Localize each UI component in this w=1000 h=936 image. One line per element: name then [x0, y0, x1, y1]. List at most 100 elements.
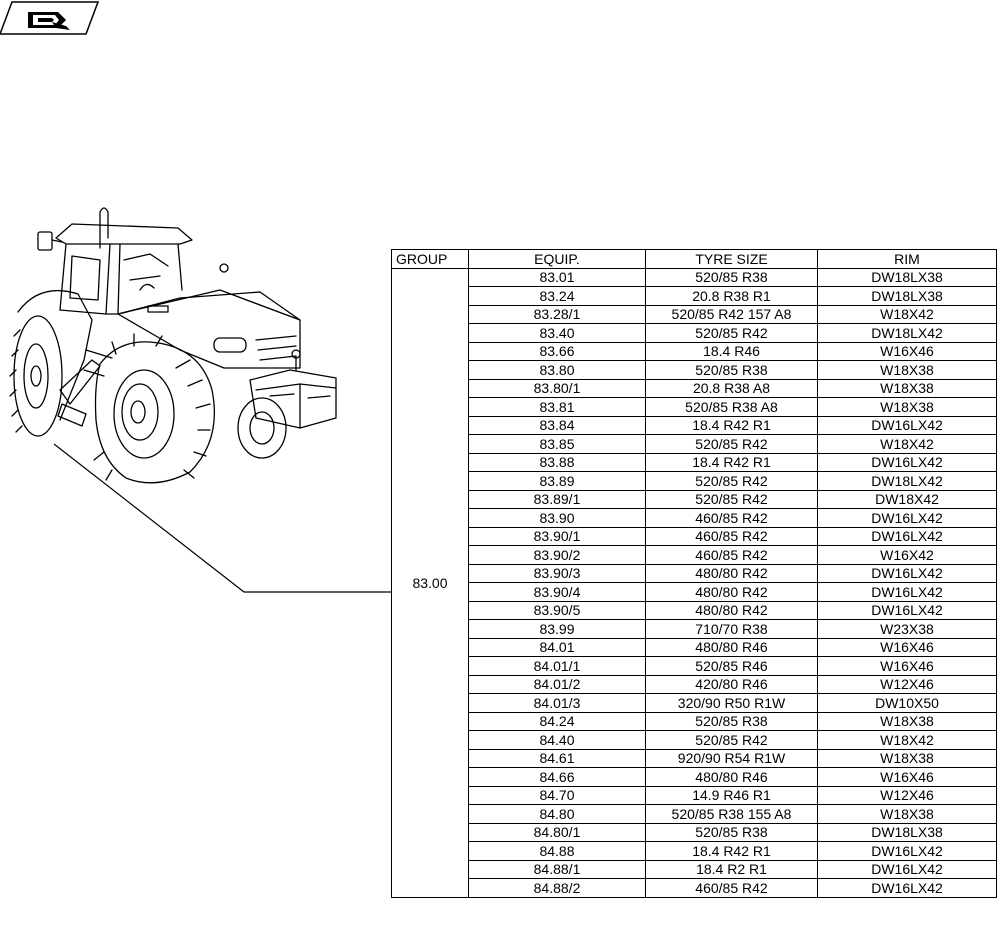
rim-cell: DW18LX38 [817, 286, 997, 306]
tyre-size-cell: 520/85 R42 [645, 730, 818, 750]
tyre-size-cell: 18.4 R42 R1 [645, 415, 818, 435]
rim-cell: W18X38 [817, 378, 997, 398]
rim-cell: DW16LX42 [817, 415, 997, 435]
tyre-size-cell: 320/90 R50 R1W [645, 693, 818, 713]
column-header-group: GROUP [391, 249, 469, 269]
tyre-size-cell: 460/85 R42 [645, 545, 818, 565]
equip-cell: 84.01/2 [468, 674, 646, 694]
equip-cell: 83.24 [468, 286, 646, 306]
equip-cell: 83.90/3 [468, 563, 646, 583]
rim-cell: W16X46 [817, 637, 997, 657]
equip-cell: 84.40 [468, 730, 646, 750]
rim-cell: W18X38 [817, 804, 997, 824]
equip-cell: 83.40 [468, 323, 646, 343]
equip-cell: 84.66 [468, 767, 646, 787]
equip-cell: 84.88/2 [468, 878, 646, 898]
equip-cell: 83.81 [468, 397, 646, 417]
tyre-size-cell: 520/85 R42 [645, 489, 818, 509]
rim-cell: W18X38 [817, 711, 997, 731]
equip-cell: 84.61 [468, 748, 646, 768]
rim-cell: W18X38 [817, 748, 997, 768]
rim-cell: W12X46 [817, 674, 997, 694]
tractor-illustration [9, 207, 391, 593]
tyre-size-cell: 520/85 R38 155 A8 [645, 804, 818, 824]
tyre-size-cell: 480/80 R42 [645, 563, 818, 583]
tyre-size-cell: 520/85 R46 [645, 656, 818, 676]
equip-cell: 84.70 [468, 785, 646, 805]
tyre-size-cell: 480/80 R42 [645, 600, 818, 620]
column-header-rim: RIM [817, 249, 997, 269]
equip-cell: 83.84 [468, 415, 646, 435]
equip-cell: 83.01 [468, 267, 646, 287]
column-header-equip: EQUIP. [468, 249, 646, 269]
equip-cell: 83.90 [468, 508, 646, 528]
tyre-size-cell: 20.8 R38 A8 [645, 378, 818, 398]
tyre-size-cell: 920/90 R54 R1W [645, 748, 818, 768]
equip-cell: 83.90/1 [468, 526, 646, 546]
tyre-size-cell: 460/85 R42 [645, 878, 818, 898]
rim-cell: DW16LX42 [817, 582, 997, 602]
rim-cell: W23X38 [817, 619, 997, 639]
equip-cell: 84.01 [468, 637, 646, 657]
group-cell: 83.00 [391, 267, 469, 898]
rim-cell: W16X46 [817, 767, 997, 787]
rim-cell: W18X42 [817, 730, 997, 750]
equip-cell: 83.89/1 [468, 489, 646, 509]
tyre-size-cell: 520/85 R42 157 A8 [645, 304, 818, 324]
equip-cell: 84.88/1 [468, 859, 646, 879]
equip-cell: 83.90/5 [468, 600, 646, 620]
rim-cell: DW18X42 [817, 489, 997, 509]
rim-cell: W18X42 [817, 434, 997, 454]
rim-cell: DW16LX42 [817, 878, 997, 898]
rim-cell: DW16LX42 [817, 859, 997, 879]
tyre-size-cell: 520/85 R42 [645, 323, 818, 343]
equip-cell: 84.01/3 [468, 693, 646, 713]
rim-cell: DW16LX42 [817, 526, 997, 546]
rim-cell: DW16LX42 [817, 563, 997, 583]
rim-cell: W16X46 [817, 341, 997, 361]
tyre-size-cell: 18.4 R42 R1 [645, 841, 818, 861]
tyre-size-cell: 14.9 R46 R1 [645, 785, 818, 805]
rim-cell: DW18LX42 [817, 323, 997, 343]
equip-cell: 83.80 [468, 360, 646, 380]
equip-cell: 83.85 [468, 434, 646, 454]
rim-cell: W16X46 [817, 656, 997, 676]
rim-cell: DW18LX38 [817, 267, 997, 287]
book-arrow-icon [0, 1, 100, 35]
tyre-size-cell: 460/85 R42 [645, 508, 818, 528]
tyre-size-cell: 520/85 R38 [645, 711, 818, 731]
equip-cell: 83.80/1 [468, 378, 646, 398]
tyre-size-cell: 520/85 R38 [645, 822, 818, 842]
column-header-tyre-size: TYRE SIZE [645, 249, 818, 269]
equip-cell: 84.80 [468, 804, 646, 824]
equip-cell: 83.28/1 [468, 304, 646, 324]
equip-cell: 84.01/1 [468, 656, 646, 676]
